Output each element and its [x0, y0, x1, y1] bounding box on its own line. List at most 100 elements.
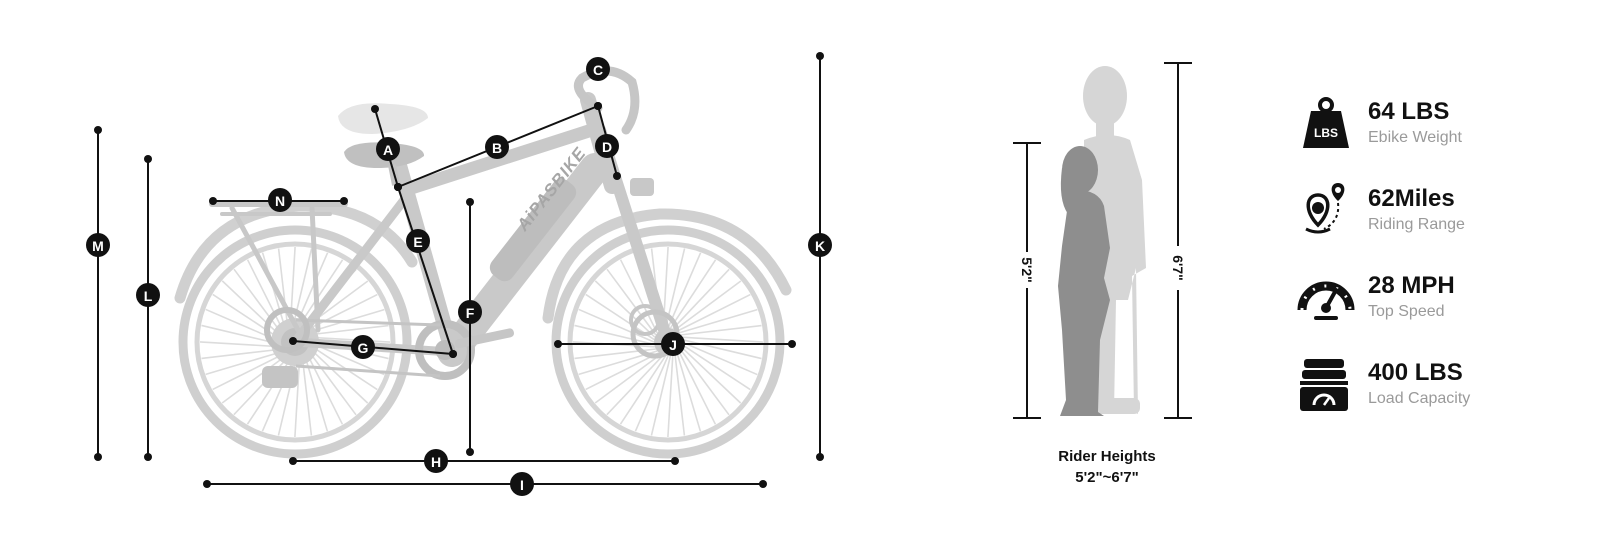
measurement-endpoints — [94, 52, 824, 488]
dimension-label-b: B — [485, 135, 509, 159]
dimension-endpoint-n-2 — [340, 197, 348, 205]
rear-derailleur — [262, 366, 298, 388]
dimension-label-n: N — [268, 188, 292, 212]
height-scales — [1013, 62, 1192, 419]
measurement-labels: A B C D E F G H I J K L M N — [86, 57, 832, 496]
dimension-letter-a: A — [383, 142, 393, 158]
dimension-endpoint-a-1 — [371, 105, 379, 113]
dimension-label-h: H — [424, 449, 448, 473]
spec-weight-label: Ebike Weight — [1368, 129, 1462, 146]
dimension-endpoint-k-2 — [816, 453, 824, 461]
dimension-badge-j — [661, 332, 685, 356]
headlight — [630, 178, 654, 196]
dimension-badge-k — [808, 233, 832, 257]
location-pin-icon — [1296, 183, 1356, 239]
rider-heights-title: Rider Heights — [1058, 448, 1156, 465]
dimension-endpoint-l-1 — [144, 155, 152, 163]
dimension-endpoint-g-2 — [449, 350, 457, 358]
dimension-letter-m: M — [92, 238, 104, 254]
dimension-endpoint-m-2 — [94, 453, 102, 461]
dimension-badge-d — [595, 134, 619, 158]
dimension-endpoint-d-1 — [594, 102, 602, 110]
weight-icon: LBS — [1296, 96, 1356, 152]
battery — [489, 178, 577, 282]
spec-weight: LBS 64 LBS Ebike Weight — [1296, 96, 1596, 183]
short-rider-height: 5'2" — [1019, 257, 1035, 283]
spec-range-value: 62Miles — [1368, 185, 1455, 212]
dimension-letter-g: G — [358, 340, 369, 356]
cargo-scale-icon — [1296, 357, 1356, 413]
dimension-letter-d: D — [602, 139, 612, 155]
dimension-endpoint-m-1 — [94, 126, 102, 134]
spec-range-label: Riding Range — [1368, 216, 1465, 233]
dimension-letter-j: J — [669, 337, 677, 353]
dimension-label-g: G — [351, 335, 375, 359]
spec-range: 62Miles Riding Range — [1296, 183, 1596, 270]
dimension-endpoint-d-2 — [613, 172, 621, 180]
dimension-endpoint-h-1 — [289, 457, 297, 465]
spec-load: 400 LBS Load Capacity — [1296, 357, 1596, 444]
dimension-label-i: I — [510, 472, 534, 496]
dimension-badge-l — [136, 283, 160, 307]
rider-heights-caption: Rider Heights 5'2"~6'7" — [1032, 446, 1182, 488]
dimension-letter-b: B — [492, 140, 502, 156]
dimension-label-a: A — [376, 137, 400, 161]
spec-speed: 28 MPH Top Speed — [1296, 270, 1596, 357]
dimension-label-d: D — [595, 134, 619, 158]
dimension-endpoint-l-2 — [144, 453, 152, 461]
dimension-line-e — [397, 186, 454, 355]
dimension-letter-h: H — [431, 454, 441, 470]
dimension-badge-a — [376, 137, 400, 161]
dimension-badge-g — [351, 335, 375, 359]
front-fender — [542, 208, 792, 324]
short-rider-figure — [1058, 146, 1110, 416]
dimension-badge-h — [424, 449, 448, 473]
bike-silhouette: AiPASBIKE — [174, 66, 792, 459]
dimension-label-j: J — [661, 332, 685, 356]
dimension-label-l: L — [136, 283, 160, 307]
dimension-badge-m — [86, 233, 110, 257]
spec-speed-label: Top Speed — [1368, 303, 1445, 320]
dimension-label-e: E — [406, 229, 430, 253]
spec-load-value: 400 LBS — [1368, 359, 1463, 386]
dimension-letter-e: E — [413, 234, 422, 250]
spec-speed-value: 28 MPH — [1368, 272, 1455, 299]
rider-heights-range: 5'2"~6'7" — [1075, 469, 1139, 486]
dimension-letter-c: C — [593, 62, 603, 78]
dimension-endpoint-j-1 — [554, 340, 562, 348]
dimension-endpoint-j-2 — [788, 340, 796, 348]
dimension-endpoint-i-2 — [759, 480, 767, 488]
spec-load-label: Load Capacity — [1368, 390, 1471, 407]
spec-weight-value: 64 LBS — [1368, 98, 1450, 125]
dimension-endpoint-e-1 — [394, 183, 402, 191]
dimension-endpoint-f-1 — [466, 198, 474, 206]
dimension-label-m: M — [86, 233, 110, 257]
speedometer-icon — [1296, 270, 1356, 326]
dimension-letter-f: F — [466, 305, 475, 321]
tall-rider-height: 6'7" — [1170, 255, 1186, 281]
dimension-label-k: K — [808, 233, 832, 257]
dimension-badge-i — [510, 472, 534, 496]
dimension-endpoint-g-1 — [289, 337, 297, 345]
dimension-badge-c — [586, 57, 610, 81]
spec-list: LBS 64 LBS Ebike Weight 62Miles Riding R… — [1296, 96, 1596, 444]
dimension-label-f: F — [458, 300, 482, 324]
cassette — [264, 307, 310, 353]
dimension-letter-n: N — [275, 193, 285, 209]
dimension-badge-n — [268, 188, 292, 212]
dimension-letter-k: K — [815, 238, 825, 254]
dimension-endpoint-k-1 — [816, 52, 824, 60]
dimension-label-c: C — [586, 57, 610, 81]
dimension-endpoint-f-2 — [466, 448, 474, 456]
dimension-letter-l: L — [144, 288, 153, 304]
dimension-endpoint-i-1 — [203, 480, 211, 488]
weight-icon-badge: LBS — [1314, 126, 1338, 140]
dimension-badge-b — [485, 135, 509, 159]
dimension-endpoint-h-2 — [671, 457, 679, 465]
dimension-badge-e — [406, 229, 430, 253]
dimension-endpoint-n-1 — [209, 197, 217, 205]
dimension-letter-i: I — [520, 477, 524, 493]
saddle-raised — [338, 103, 428, 134]
dimension-badge-f — [458, 300, 482, 324]
